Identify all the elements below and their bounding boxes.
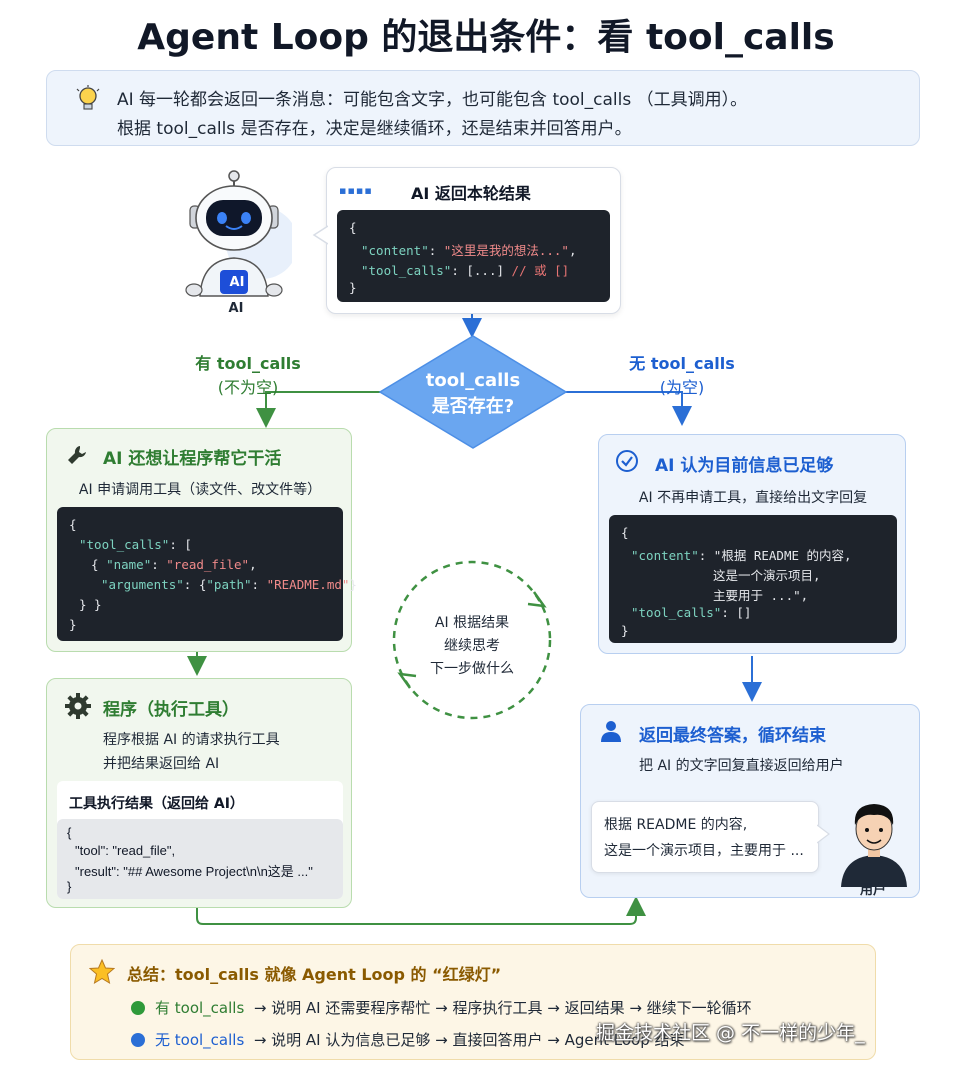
robot-badge: AI [229, 275, 245, 290]
final-answer-bubble: 根据 README 的内容, 这是一个演示项目，主要用于 ... [591, 801, 819, 873]
code-line: "result": "## Awesome Project\n\n这是 ..." [75, 864, 313, 879]
loop-line-1: AI 根据结果 [434, 615, 510, 631]
branch-yes-label: 有 tool_calls (不为空) [195, 354, 301, 397]
summary-line-yes: 有 tool_calls → 说明 AI 还需要程序帮忙 → 程序执行工具 → … [131, 997, 752, 1018]
code-line: } } [79, 597, 102, 612]
watermark: 掘金技术社区 @ 不一样的少年_ [596, 1022, 865, 1044]
program-header: 程序（执行工具） [103, 700, 239, 720]
check-circle-icon [616, 450, 638, 472]
person-icon [601, 721, 621, 742]
green-dot-icon [131, 1001, 145, 1015]
program-sub-1: 程序根据 AI 的请求执行工具 [103, 732, 280, 748]
summary-box: 总结：tool_calls 就像 Agent Loop 的 “红绿灯” 有 to… [70, 944, 876, 1060]
program-sub-2: 并把结果返回给 AI [103, 756, 220, 772]
user-caption: 用户 [859, 883, 886, 898]
arrow-yes-branch [256, 391, 380, 428]
loop-line-3: 下一步做什么 [430, 661, 514, 677]
code-line: } [349, 280, 357, 295]
code-line: "tool_calls": [...] // 或 [] [361, 263, 570, 278]
loop-line-2: 继续思考 [444, 638, 500, 654]
ai-result-header: AI 返回本轮结果 [411, 184, 531, 203]
wrench-icon [68, 446, 86, 464]
ai-result-mark-icon: ▪▪▪▪ [339, 184, 373, 197]
user-avatar [841, 804, 907, 887]
final-card: 返回最终答案，循环结束 把 AI 的文字回复直接返回给用户 根据 README … [580, 704, 920, 898]
summary-line-no: 无 tool_calls → 说明 AI 认为信息已足够 → 直接回答用户 → … [131, 1029, 685, 1050]
enough-header: AI 认为目前信息已足够 [655, 456, 834, 476]
code-line: { [69, 517, 77, 532]
gear-icon [65, 693, 91, 719]
program-result-panel: 工具执行结果（返回给 AI） { "tool": "read_file", "r… [57, 781, 343, 899]
star-icon [89, 959, 115, 985]
decision-text: tool_calls 是否存在? [378, 368, 568, 420]
program-card: 程序（执行工具） 程序根据 AI 的请求执行工具 并把结果返回给 AI 工具执行… [46, 678, 352, 908]
code-line: 主要用于 ...", [713, 588, 809, 603]
decision-diamond [378, 335, 568, 449]
loop-arrow-1 [527, 591, 547, 608]
code-line: 这是一个演示项目, [713, 568, 821, 583]
tool-request-code: { "tool_calls": [ { "name": "read_file",… [57, 507, 357, 641]
intro-box: AI 每一轮都会返回一条消息：可能包含文字，也可能包含 tool_calls （… [46, 70, 920, 146]
program-result-code: { "tool": "read_file", "result": "## Awe… [57, 819, 343, 899]
bubble-line-2: 这是一个演示项目，主要用于 ... [604, 843, 804, 859]
arrow-program-to-final [196, 896, 646, 925]
enough-sub: AI 不再申请工具，直接给出文字回复 [638, 490, 868, 506]
code-line: "tool_calls": [] [631, 605, 752, 620]
tool-request-sub: AI 申请调用工具（读文件、改文件等） [78, 482, 322, 498]
decision-line-2: 是否存在? [431, 396, 515, 417]
bubble-tail [312, 225, 328, 245]
bubble-line-1: 根据 README 的内容, [604, 817, 748, 833]
blue-dot-icon [131, 1033, 145, 1047]
code-line: "content": "这里是我的想法...", [361, 243, 577, 258]
ai-result-card: ▪▪▪▪ AI 返回本轮结果 { "content": "这里是我的想法..."… [326, 167, 621, 314]
code-line: { [349, 220, 357, 235]
code-line: "arguments": {"path": "README.md"} [101, 577, 357, 592]
code-line: "content": "根据 README 的内容, [631, 548, 852, 563]
intro-line-1: AI 每一轮都会返回一条消息：可能包含文字，也可能包含 tool_calls （… [117, 90, 748, 110]
bubble-tail [817, 824, 830, 844]
loop-circle [392, 560, 552, 720]
arrow-no-branch [566, 391, 692, 426]
robot-avatar [185, 170, 292, 297]
code-line: } [67, 879, 72, 894]
summary-title: 总结：tool_calls 就像 Agent Loop 的 “红绿灯” [127, 965, 502, 984]
page-title: Agent Loop 的退出条件：看 tool_calls [137, 17, 835, 58]
code-line: "tool": "read_file", [75, 843, 176, 858]
code-line: { [621, 525, 629, 540]
loop-arrow-2 [397, 672, 417, 689]
final-sub: 把 AI 的文字回复直接返回给用户 [639, 758, 844, 774]
tool-request-header: AI 还想让程序帮它干活 [103, 449, 282, 469]
code-line: { [67, 825, 72, 840]
intro-line-2: 根据 tool_calls 是否存在，决定是继续循环，还是结束并回答用户。 [117, 119, 632, 139]
enough-card: AI 认为目前信息已足够 AI 不再申请工具，直接给出文字回复 { "conte… [598, 434, 906, 654]
branch-no-label: 无 tool_calls (为空) [629, 354, 735, 397]
program-result-title: 工具执行结果（返回给 AI） [69, 796, 244, 812]
enough-code: { "content": "根据 README 的内容, 这是一个演示项目, 主… [609, 515, 897, 643]
ai-result-code: { "content": "这里是我的想法...", "tool_calls":… [337, 210, 610, 302]
code-line: { "name": "read_file", [91, 557, 257, 572]
tool-request-card: AI 还想让程序帮它干活 AI 申请调用工具（读文件、改文件等） { "tool… [46, 428, 357, 652]
loop-text: AI 根据结果 继续思考 下一步做什么 [402, 612, 542, 681]
robot-caption: AI [228, 301, 244, 316]
lightbulb-icon [76, 85, 100, 110]
code-line: } [69, 617, 77, 632]
code-line: "tool_calls": [ [79, 537, 192, 552]
code-line: } [621, 623, 629, 638]
final-header: 返回最终答案，循环结束 [639, 726, 826, 746]
decision-line-1: tool_calls [425, 370, 521, 391]
